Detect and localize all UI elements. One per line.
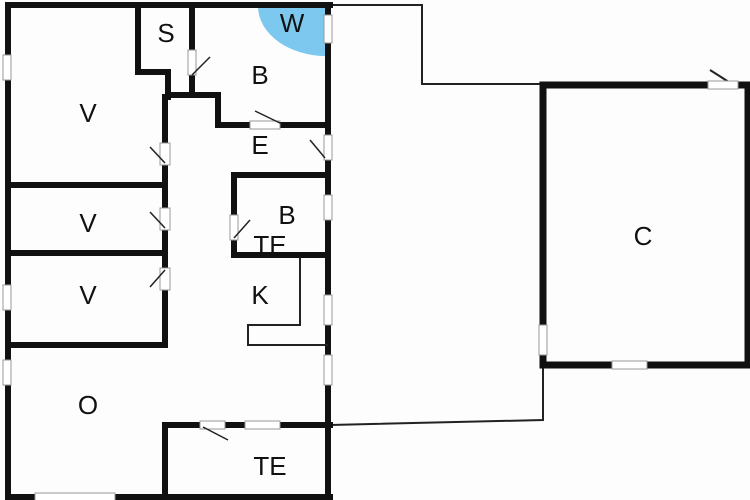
room-label-entrance: E [251, 130, 269, 160]
room-label-washer: W [279, 8, 305, 38]
washer-area [258, 7, 326, 57]
door-swings [149, 56, 326, 441]
openings [2, 14, 739, 500]
room-label-bedroom-2: V [79, 208, 97, 238]
room-label-carport: C [633, 221, 653, 251]
room-label-kitchen: K [251, 280, 269, 310]
room-label-bedroom-1: V [79, 98, 97, 128]
room-label-bath-top: B [251, 60, 269, 90]
room-label-storage: S [157, 18, 175, 48]
room-label-technical-bottom: TE [253, 451, 287, 481]
kitchen-counter [247, 257, 328, 346]
room-label-bath-mid: B [278, 200, 296, 230]
room-label-technical-mid: TE [253, 230, 287, 260]
room-label-bedroom-3: V [79, 280, 97, 310]
room-label-living: O [77, 390, 99, 420]
